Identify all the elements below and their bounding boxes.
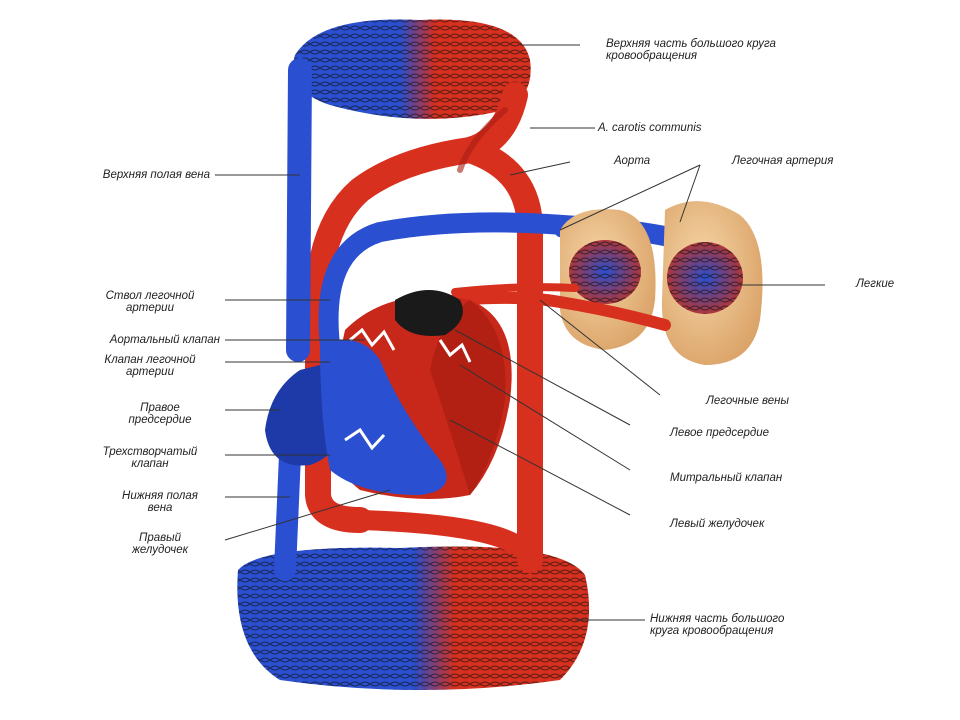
label-right-ventricle: Правый желудочек [131, 532, 189, 556]
label-lungs: Легкие [856, 278, 895, 290]
label-carotis: A. carotis communis [598, 122, 702, 134]
label-aortic-valve: Аортальный клапан [109, 334, 220, 346]
lower-capillary-network [237, 546, 590, 690]
label-aorta: Аорта [614, 155, 651, 167]
label-left-ventricle: Левый желудочек [670, 518, 765, 530]
label-lower-circulation: Нижняя часть большого круга кровообращен… [650, 613, 785, 637]
label-pulmonary-veins: Легочные вены [706, 395, 789, 407]
leader-lines [215, 44, 825, 621]
label-pulmonary-valve: Клапан легочной артерии [104, 354, 196, 378]
vena-cava-vessels [274, 58, 312, 581]
label-tricuspid-valve: Трехстворчатый клапан [102, 446, 198, 470]
heart [265, 290, 512, 499]
label-mitral-valve: Митральный клапан [670, 472, 783, 484]
label-upper-circulation: Верхняя часть большого круга кровообраще… [606, 38, 776, 62]
label-right-atrium: Правое предсердие [128, 402, 192, 426]
label-pulmonary-artery: Легочная артерия [732, 155, 834, 167]
label-left-atrium: Левое предсердие [670, 427, 770, 439]
label-superior-vena-cava: Верхняя полая вена [102, 169, 210, 181]
label-pulmonary-trunk: Ствол легочной артерии [105, 290, 195, 314]
upper-capillary-network [293, 19, 531, 119]
label-inferior-vena-cava: Нижняя полая вена [122, 490, 198, 514]
pulmonary-vein-vessels [449, 283, 671, 331]
